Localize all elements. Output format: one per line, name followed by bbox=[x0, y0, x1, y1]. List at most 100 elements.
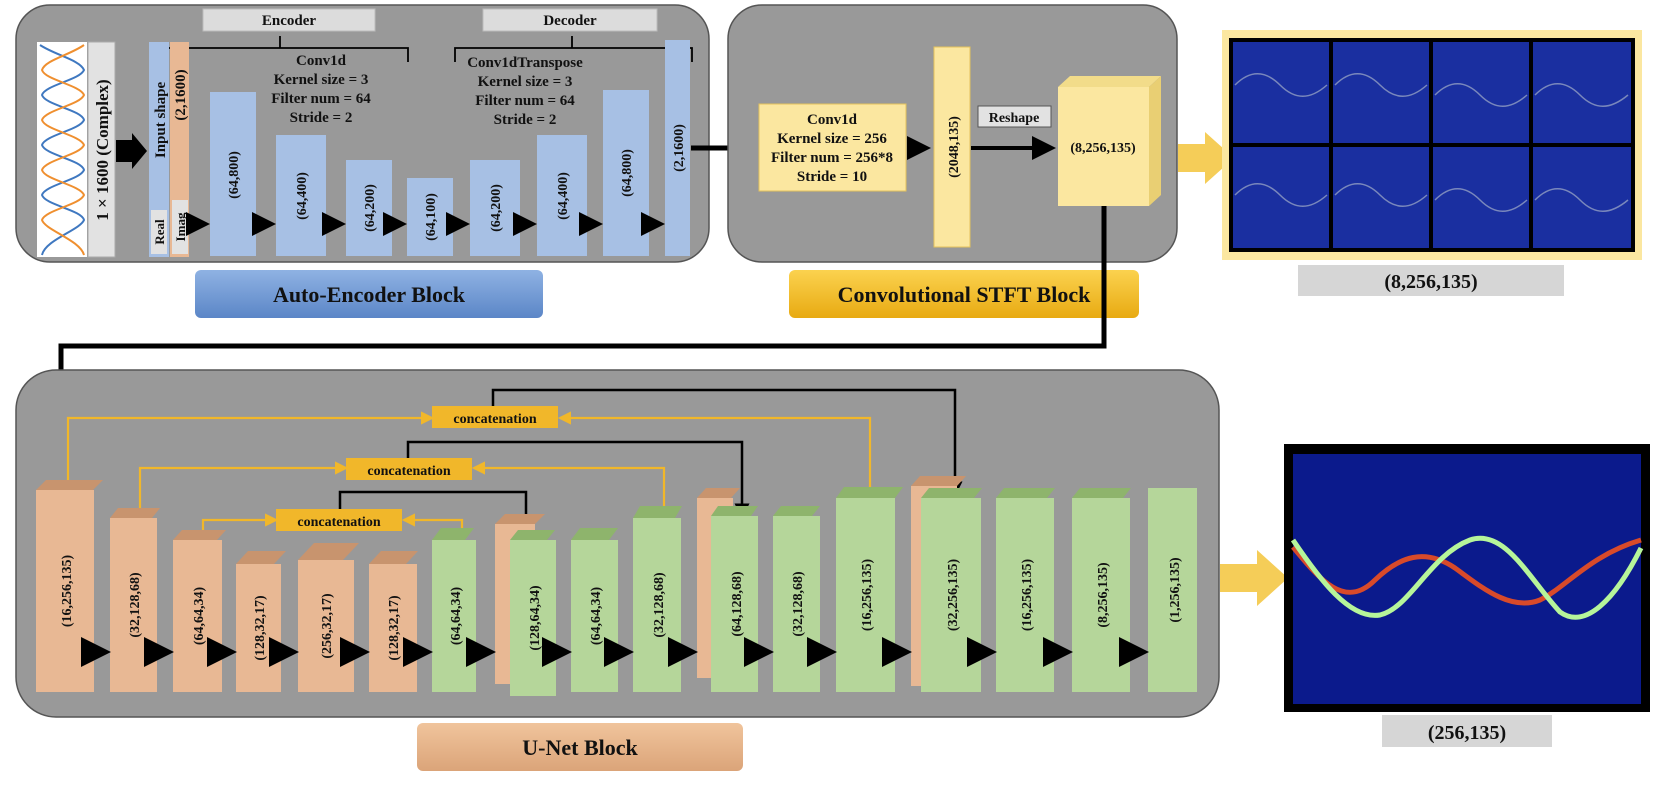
ae-layer-0 bbox=[210, 92, 256, 256]
decoder-param-2: Filter num = 64 bbox=[475, 93, 575, 109]
ae-layer-4 bbox=[470, 160, 520, 256]
stft-block-label: Convolutional STFT Block bbox=[838, 282, 1091, 307]
unet-dec-4-label: (32,128,68) bbox=[652, 572, 667, 638]
encoder-param-3: Stride = 2 bbox=[290, 110, 353, 126]
unet-enc-1-label: (32,128,68) bbox=[128, 572, 143, 638]
real-label-box bbox=[151, 210, 167, 254]
spectrogram-waves bbox=[1234, 73, 1629, 212]
unet-dec-5-label: (64,128,68) bbox=[730, 571, 745, 637]
input-shape-title: Input shape bbox=[153, 82, 169, 159]
reshape-output-label: (8,256,135) bbox=[1070, 141, 1136, 156]
stft-conv-output-label: (2048,135) bbox=[947, 116, 962, 178]
unet-dec-6-label: (32,128,68) bbox=[791, 571, 806, 637]
stft-param-3: Stride = 10 bbox=[797, 169, 867, 185]
unet-dec-10-top bbox=[1072, 488, 1131, 498]
spectrogram-caption-box bbox=[1298, 265, 1564, 296]
ae-layer-3 bbox=[407, 178, 453, 256]
reshape-label: Reshape bbox=[989, 111, 1040, 126]
unet-enc-0-top bbox=[36, 480, 103, 490]
decoder-param-0: Conv1dTranspose bbox=[467, 55, 583, 71]
unet-dec-1-label: (64,64,34) bbox=[449, 587, 464, 646]
unet-dec-11-label: (1,256,135) bbox=[1168, 557, 1183, 623]
ae-layer-7-label: (2,1600) bbox=[672, 124, 687, 172]
unet-dec-5-top bbox=[711, 506, 758, 516]
unet-dec-3-top bbox=[571, 528, 618, 540]
ae-layer-6-label: (64,800) bbox=[620, 149, 635, 197]
unet-enc-4-top bbox=[298, 543, 359, 560]
decoder-header bbox=[482, 8, 658, 32]
concat-box-2 bbox=[276, 509, 402, 531]
concat-box-0 bbox=[432, 406, 558, 428]
unet-enc-2-top bbox=[173, 530, 226, 540]
concat-label-2: concatenation bbox=[297, 515, 380, 530]
unet-dec-11 bbox=[1148, 488, 1197, 692]
reshape-cube-side bbox=[1149, 76, 1161, 206]
unet-dec-2-top bbox=[510, 530, 555, 540]
autoencoder-panel bbox=[15, 4, 710, 263]
encoder-param-2: Filter num = 64 bbox=[271, 91, 371, 107]
input-arrow bbox=[116, 133, 147, 169]
unet-enc-3 bbox=[236, 564, 281, 692]
stft-conv-box bbox=[758, 103, 907, 192]
stft-conv-output bbox=[933, 46, 971, 248]
real-label: Real bbox=[152, 219, 167, 245]
decoder-param-1: Kernel size = 3 bbox=[478, 74, 573, 90]
input-caption: 1 × 1600 (Complex) bbox=[93, 79, 112, 220]
unet-dec-0-top bbox=[369, 551, 418, 564]
unet-dec-8-label: (32,256,135) bbox=[946, 559, 961, 632]
ae-layer-7 bbox=[665, 40, 690, 256]
output-curve-green bbox=[1290, 535, 1644, 620]
unet-to-output-arrow bbox=[1220, 550, 1288, 606]
ae-layer-5-label: (64,400) bbox=[556, 172, 571, 220]
unet-dec-2-label: (128,64,34) bbox=[528, 585, 543, 651]
reshape-box bbox=[977, 105, 1052, 128]
decoder-header-text: Decoder bbox=[543, 13, 597, 29]
stft-param-0: Conv1d bbox=[807, 112, 858, 128]
ae-layer-2-label: (64,200) bbox=[363, 184, 378, 232]
concat-label-0: concatenation bbox=[453, 412, 536, 427]
encoder-param-0: Conv1d bbox=[296, 53, 347, 69]
unet-dec-9-label: (16,256,135) bbox=[1020, 559, 1035, 632]
stft-param-1: Kernel size = 256 bbox=[777, 131, 887, 147]
unet-dec-4-top bbox=[633, 506, 682, 518]
input-signal-orange bbox=[40, 44, 86, 256]
unet-dec-2 bbox=[510, 540, 556, 696]
unet-dec-6-top bbox=[773, 506, 820, 516]
decoder-brace bbox=[454, 36, 693, 62]
output-caption: (256,135) bbox=[1428, 722, 1506, 744]
autoencoder-block-label-box bbox=[195, 270, 543, 318]
autoencoder-block-label: Auto-Encoder Block bbox=[273, 282, 466, 307]
unet-dec-1-top bbox=[432, 528, 474, 540]
concat-box-1 bbox=[346, 458, 472, 480]
unet-dec-0-label: (128,32,17) bbox=[387, 595, 402, 661]
ae-layer-3-label: (64,100) bbox=[424, 193, 439, 241]
ae-layer-0-label: (64,800) bbox=[227, 151, 242, 199]
skip-connectors bbox=[338, 388, 963, 531]
concat-label-1: concatenation bbox=[367, 464, 450, 479]
unet-enc-3-top bbox=[236, 551, 286, 564]
spectrogram-gridlines bbox=[1231, 40, 1633, 250]
reshape-cube-top bbox=[1058, 76, 1161, 87]
unet-dec-3-label: (64,64,34) bbox=[589, 587, 604, 646]
output-caption-box bbox=[1382, 715, 1552, 747]
unet-block-label-box bbox=[417, 723, 743, 771]
input-signal-blue bbox=[39, 44, 86, 256]
unet-enc-2-label: (64,64,34) bbox=[192, 587, 207, 646]
unet-dec-8-top bbox=[921, 488, 982, 498]
unet-dec-2-back-top bbox=[495, 514, 545, 524]
output-curve-red bbox=[1291, 537, 1642, 606]
spectrogram-caption: (8,256,135) bbox=[1384, 271, 1477, 293]
unet-enc-4-label: (256,32,17) bbox=[320, 593, 335, 659]
input-shape-value: (2,1600) bbox=[173, 69, 189, 120]
unet-enc-3-label: (128,32,17) bbox=[253, 595, 268, 661]
encoder-header-text: Encoder bbox=[262, 13, 317, 29]
stft-param-2: Filter num = 256*8 bbox=[771, 150, 893, 166]
encoder-param-1: Kernel size = 3 bbox=[274, 72, 369, 88]
unet-dec-5-back-top bbox=[697, 488, 740, 498]
unet-block-label: U-Net Block bbox=[522, 735, 638, 760]
decoder-param-3: Stride = 2 bbox=[494, 112, 557, 128]
ae-layer-5 bbox=[537, 135, 587, 256]
stft-to-spectrogram-arrow bbox=[1178, 132, 1234, 184]
unet-dec-0 bbox=[369, 564, 417, 692]
